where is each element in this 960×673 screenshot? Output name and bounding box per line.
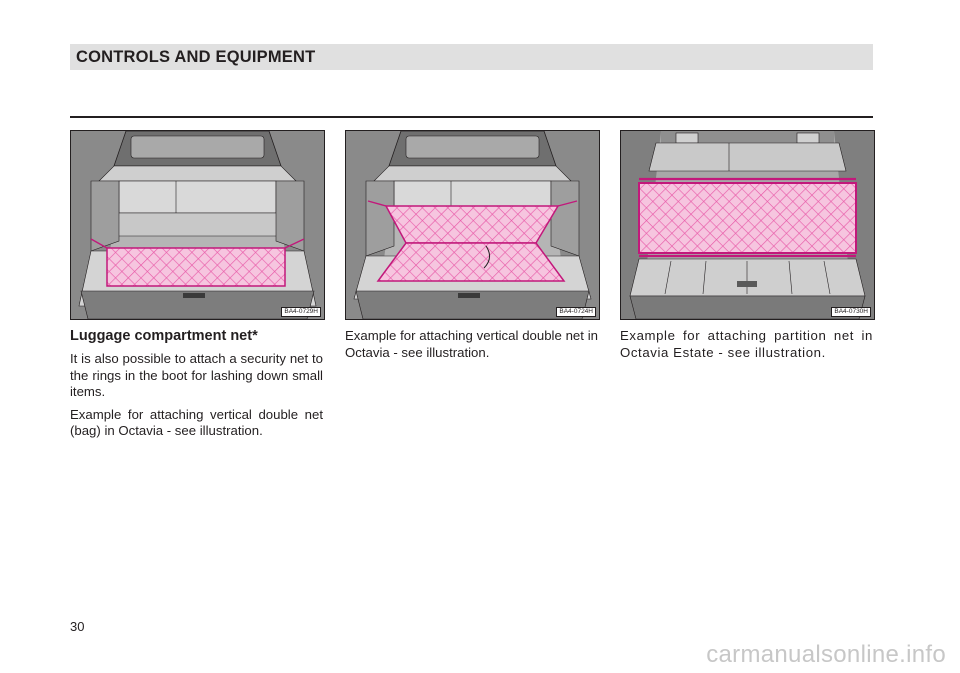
boot-illustration-3 <box>621 131 874 319</box>
text-column-2: Example for attaching vertical double ne… <box>345 328 598 367</box>
text-column-1: Luggage compartment net* It is also poss… <box>70 328 323 446</box>
section-title: CONTROLS AND EQUIPMENT <box>76 48 316 66</box>
page-number: 30 <box>70 619 85 634</box>
section-header-bar: CONTROLS AND EQUIPMENT <box>70 44 873 70</box>
text-column-3: Example for attaching partition net in O… <box>620 328 873 367</box>
boot-illustration-1 <box>71 131 324 319</box>
figure-code: BA4-0724H <box>556 307 596 317</box>
boot-illustration-2 <box>346 131 599 319</box>
paragraph: Example for attaching vertical double ne… <box>70 406 323 439</box>
figure-boot-net-bag: BA4-0729H <box>70 130 325 320</box>
paragraph: Example for attaching partition net in O… <box>620 328 873 360</box>
figure-estate-partition-net: BA4-0730H <box>620 130 875 320</box>
paragraph: It is also possible to attach a security… <box>70 351 323 399</box>
figure-boot-double-net: BA4-0724H <box>345 130 600 320</box>
paragraph: Example for attaching vertical double ne… <box>345 328 598 360</box>
watermark: carmanualsonline.info <box>706 641 946 668</box>
figure-code: BA4-0729H <box>281 307 321 317</box>
header-rule <box>70 116 873 118</box>
figure-code: BA4-0730H <box>831 307 871 317</box>
section-heading: Luggage compartment net* <box>70 328 258 344</box>
